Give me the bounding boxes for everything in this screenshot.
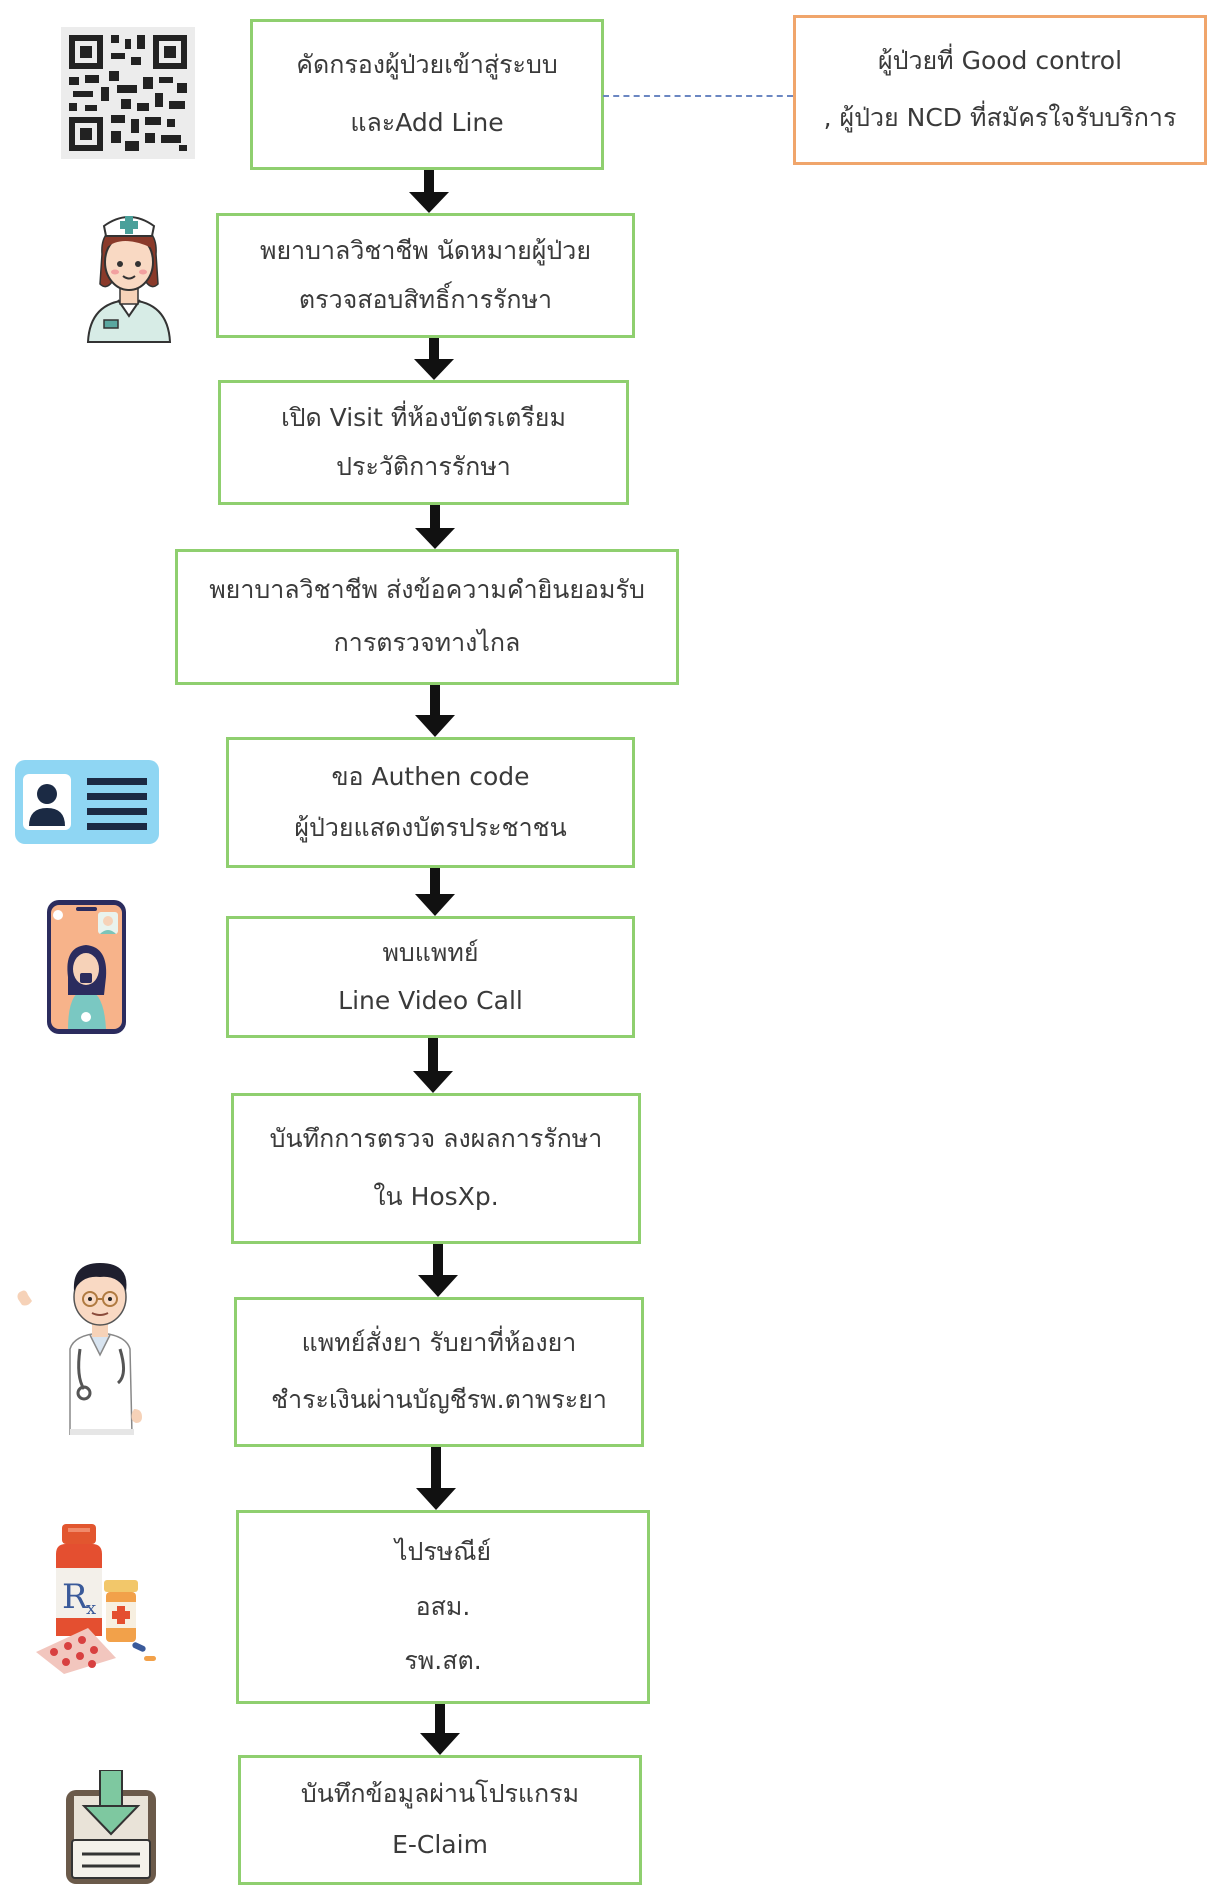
step-9-delivery: ไปรษณีย์ อสม. รพ.สต. — [236, 1510, 650, 1704]
video-call-phone-icon — [47, 900, 126, 1034]
step-4-line-2: การตรวจทางไกล — [333, 628, 521, 658]
qr-code-icon — [61, 27, 195, 159]
note-line-1: ผู้ป่วยที่ Good control — [877, 45, 1123, 75]
step-7-record-hosxp: บันทึกการตรวจ ลงผลการรักษา ใน HosXp. — [231, 1093, 641, 1244]
step-5-authen-code: ขอ Authen code ผู้ป่วยแสดงบัตรประชาชน — [226, 737, 635, 868]
step-5-line-1: ขอ Authen code — [331, 761, 530, 791]
step-8-prescribe-payment: แพทย์สั่งยา รับยาที่ห้องยา ชำระเงินผ่านบ… — [234, 1297, 644, 1447]
medicine-icon: R x — [36, 1524, 156, 1674]
arrow-9-to-10 — [420, 1704, 460, 1755]
step-6-line-1: พบแพทย์ — [382, 937, 479, 967]
arrow-8-to-9 — [416, 1447, 456, 1510]
step-9-line-2: อสม. — [415, 1591, 471, 1621]
note-line-2: , ผู้ป่วย NCD ที่สมัครใจรับบริการ — [823, 103, 1177, 133]
doctor-icon — [17, 1263, 142, 1435]
step-10-line-2: E-Claim — [392, 1830, 488, 1860]
step-4-consent-message: พยาบาลวิชาชีพ ส่งข้อความคำยินยอมรับ การต… — [175, 549, 679, 685]
svg-text:x: x — [86, 1598, 96, 1619]
step-4-line-1: พยาบาลวิชาชีพ ส่งข้อความคำยินยอมรับ — [209, 575, 645, 605]
step-10-eclaim: บันทึกข้อมูลผ่านโปรแกรม E-Claim — [238, 1755, 642, 1885]
note-connector — [603, 95, 793, 97]
eligibility-note: ผู้ป่วยที่ Good control , ผู้ป่วย NCD ที… — [793, 15, 1207, 165]
arrow-5-to-6 — [415, 868, 455, 916]
arrow-3-to-4 — [415, 505, 455, 549]
arrow-4-to-5 — [415, 685, 455, 737]
step-10-line-1: บันทึกข้อมูลผ่านโปรแกรม — [300, 1779, 580, 1809]
step-8-line-2: ชำระเงินผ่านบัญชีรพ.ตาพระยา — [271, 1385, 607, 1415]
download-save-icon — [66, 1770, 156, 1884]
step-7-line-2: ใน HosXp. — [373, 1182, 499, 1212]
step-3-open-visit: เปิด Visit ที่ห้องบัตรเตรียม ประวัติการร… — [218, 380, 629, 505]
arrow-1-to-2 — [409, 170, 449, 213]
step-5-line-2: ผู้ป่วยแสดงบัตรประชาชน — [294, 812, 567, 842]
step-7-line-1: บันทึกการตรวจ ลงผลการรักษา — [269, 1124, 603, 1154]
step-1-line-2: และAdd Line — [350, 108, 504, 138]
nurse-icon — [86, 216, 172, 343]
step-3-line-2: ประวัติการรักษา — [336, 451, 511, 481]
id-card-icon — [15, 760, 159, 844]
step-1-screening: คัดกรองผู้ป่วยเข้าสู่ระบบ และAdd Line — [250, 19, 604, 170]
step-2-nurse-appointment: พยาบาลวิชาชีพ นัดหมายผู้ป่วย ตรวจสอบสิทธ… — [216, 213, 635, 338]
step-3-line-1: เปิด Visit ที่ห้องบัตรเตรียม — [281, 402, 566, 432]
step-2-line-1: พยาบาลวิชาชีพ นัดหมายผู้ป่วย — [259, 235, 591, 265]
step-6-video-call: พบแพทย์ Line Video Call — [226, 916, 635, 1038]
step-8-line-1: แพทย์สั่งยา รับยาที่ห้องยา — [301, 1327, 577, 1357]
step-6-line-2: Line Video Call — [338, 985, 523, 1015]
arrow-2-to-3 — [414, 338, 454, 380]
step-9-line-3: รพ.สต. — [404, 1645, 482, 1675]
svg-text:R: R — [62, 1577, 89, 1617]
step-9-line-1: ไปรษณีย์ — [394, 1537, 492, 1567]
arrow-6-to-7 — [413, 1038, 453, 1093]
step-2-line-2: ตรวจสอบสิทธิ์การรักษา — [298, 284, 553, 314]
step-1-line-1: คัดกรองผู้ป่วยเข้าสู่ระบบ — [296, 50, 558, 80]
arrow-7-to-8 — [418, 1244, 458, 1297]
